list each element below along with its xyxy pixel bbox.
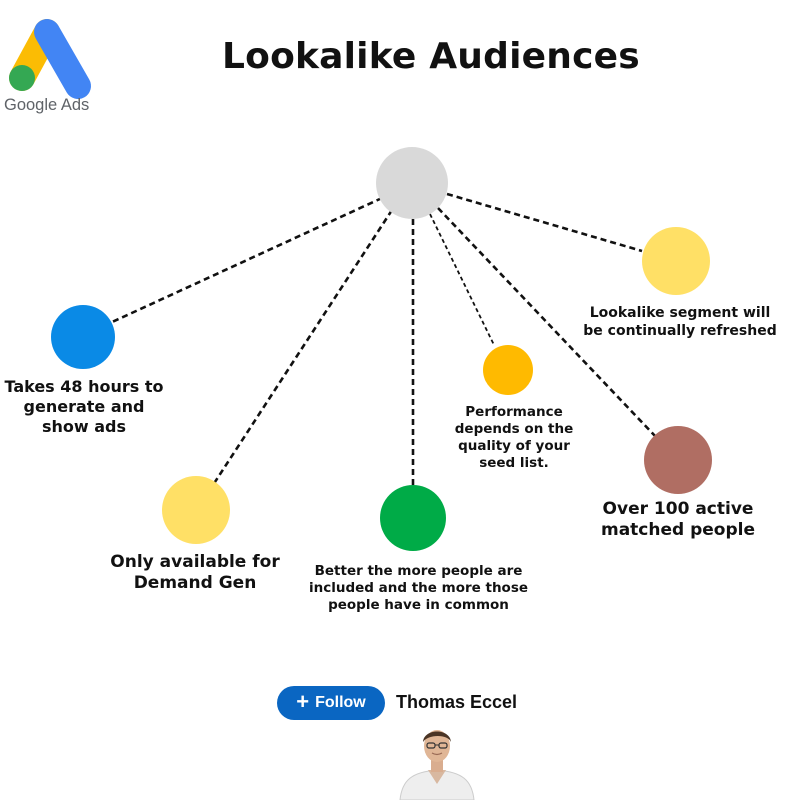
google-ads-logo: [9, 19, 91, 99]
google-ads-wordmark: Google Ads: [4, 96, 90, 114]
center-node: [376, 147, 448, 219]
author-name: Thomas Eccel: [396, 692, 518, 712]
connector-seed-list: [429, 213, 495, 346]
node-label-48-hours: Takes 48 hours to generate and show ads: [4, 377, 164, 436]
node-more-people: [380, 485, 446, 551]
connector-refreshed: [446, 192, 643, 253]
follow-button-label: Follow: [315, 694, 366, 711]
author-photo: [399, 730, 475, 800]
node-label-refreshed: Lookalike segment will be continually re…: [583, 305, 777, 339]
node-seed-list: [483, 345, 533, 395]
plus-icon: +: [296, 689, 310, 714]
page-title: Lookalike Audiences: [222, 36, 640, 77]
connector-demand-gen: [211, 209, 394, 486]
connector-100-active: [437, 207, 657, 438]
follow-button[interactable]: + Follow: [277, 686, 385, 720]
node-label-100-active: Over 100 active matched people: [600, 499, 755, 541]
node-48-hours: [51, 305, 115, 369]
node-100-active: [644, 426, 712, 494]
node-label-demand-gen: Only available for Demand Gen: [110, 552, 280, 594]
node-refreshed: [642, 227, 710, 295]
node-label-seed-list: Performance depends on the quality of yo…: [454, 404, 574, 471]
connector-48-hours: [109, 196, 383, 325]
node-label-more-people: Better the more people are included and …: [308, 563, 529, 613]
node-demand-gen: [162, 476, 230, 544]
